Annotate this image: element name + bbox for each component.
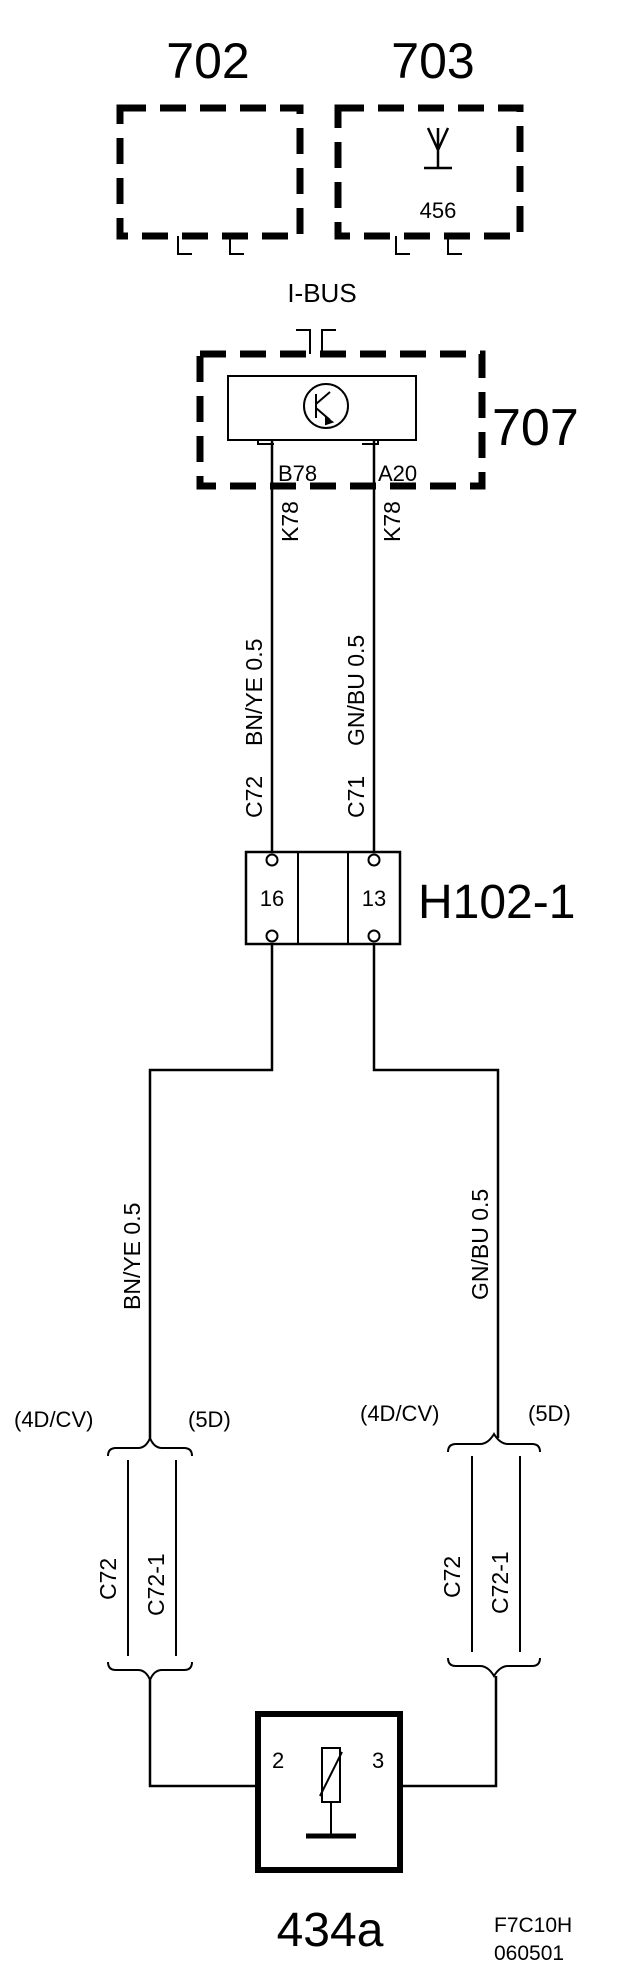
- component-703: 703 456: [334, 33, 524, 255]
- component-707-module: [227, 375, 417, 441]
- component-702: 702: [116, 33, 304, 255]
- antenna-icon: [424, 127, 452, 170]
- component-702-terminals: [177, 236, 244, 255]
- diagram-code: F7C10H: [494, 1914, 572, 1937]
- component-434a-box: [255, 1711, 403, 1873]
- connector-k78-right: K78: [379, 501, 405, 542]
- ibus: I-BUS: [287, 278, 357, 354]
- component-434a-pin-right: 3: [372, 1748, 384, 1773]
- variant-left-connector-2: C72-1: [143, 1553, 169, 1616]
- wire-to-pin-3: [402, 1676, 498, 1788]
- ibus-label: I-BUS: [287, 278, 356, 308]
- connector-k78-left: K78: [277, 501, 303, 542]
- lower-wires: [148, 944, 500, 1438]
- component-707-label: 707: [492, 399, 579, 457]
- wire-lower-right: [372, 944, 500, 1438]
- component-434a-pin-left: 2: [272, 1748, 284, 1773]
- component-707-pin-right: A20: [378, 461, 417, 486]
- component-702-label: 702: [166, 33, 249, 89]
- variant-right-label-1: (4D/CV): [360, 1401, 439, 1426]
- component-702-box: [116, 104, 304, 240]
- wire-lower-right-spec: GN/BU 0.5: [467, 1189, 493, 1300]
- variant-right-connector-1: C72: [439, 1556, 465, 1598]
- component-434a-label: 434a: [277, 1904, 384, 1957]
- variant-left: (4D/CV) (5D) C72 C72-1: [14, 1407, 231, 1683]
- connector-h102-1-box: [244, 850, 402, 946]
- wire-upper-right-connector: C71: [343, 776, 369, 818]
- wire-upper-left-spec: BN/YE 0.5: [241, 639, 267, 746]
- component-434a: 2 3 434a: [255, 1711, 403, 1957]
- component-703-terminals: [395, 236, 462, 255]
- variant-left-label-2: (5D): [188, 1407, 231, 1432]
- component-703-box: [334, 104, 524, 240]
- variant-right-connector-2: C72-1: [487, 1551, 513, 1614]
- variant-right: (4D/CV) (5D) C72 C72-1: [360, 1401, 571, 1678]
- component-703-sublabel: 456: [420, 198, 457, 223]
- component-707-box: [196, 350, 486, 490]
- upper-wires: [270, 440, 376, 852]
- switch-icon: [306, 1747, 356, 1839]
- component-707-pin-ties: [257, 440, 379, 445]
- component-703-label: 703: [391, 33, 474, 89]
- component-707: 707 B78 A20: [196, 350, 579, 490]
- wire-to-pin-2: [148, 1680, 256, 1788]
- connector-h102-1-label: H102-1: [418, 876, 575, 929]
- connector-h102-1: 16 13 H102-1: [244, 850, 575, 946]
- variant-left-label-1: (4D/CV): [14, 1407, 93, 1432]
- wire-upper-right-spec: GN/BU 0.5: [343, 635, 369, 746]
- diagram-date: 060501: [494, 1942, 564, 1965]
- transistor-icon: [303, 383, 349, 429]
- ibus-connector: [296, 329, 336, 354]
- wire-lower-left-spec: BN/YE 0.5: [119, 1203, 145, 1310]
- connector-h102-1-pin-right: 13: [362, 886, 386, 911]
- variant-left-connector-1: C72: [95, 1558, 121, 1600]
- wire-lower-left: [148, 944, 274, 1438]
- wires-to-434a: [148, 1676, 498, 1788]
- variant-right-label-2: (5D): [528, 1401, 571, 1426]
- component-707-pin-left: B78: [278, 461, 317, 486]
- connector-h102-1-pin-left: 16: [260, 886, 284, 911]
- wire-upper-left-connector: C72: [241, 776, 267, 818]
